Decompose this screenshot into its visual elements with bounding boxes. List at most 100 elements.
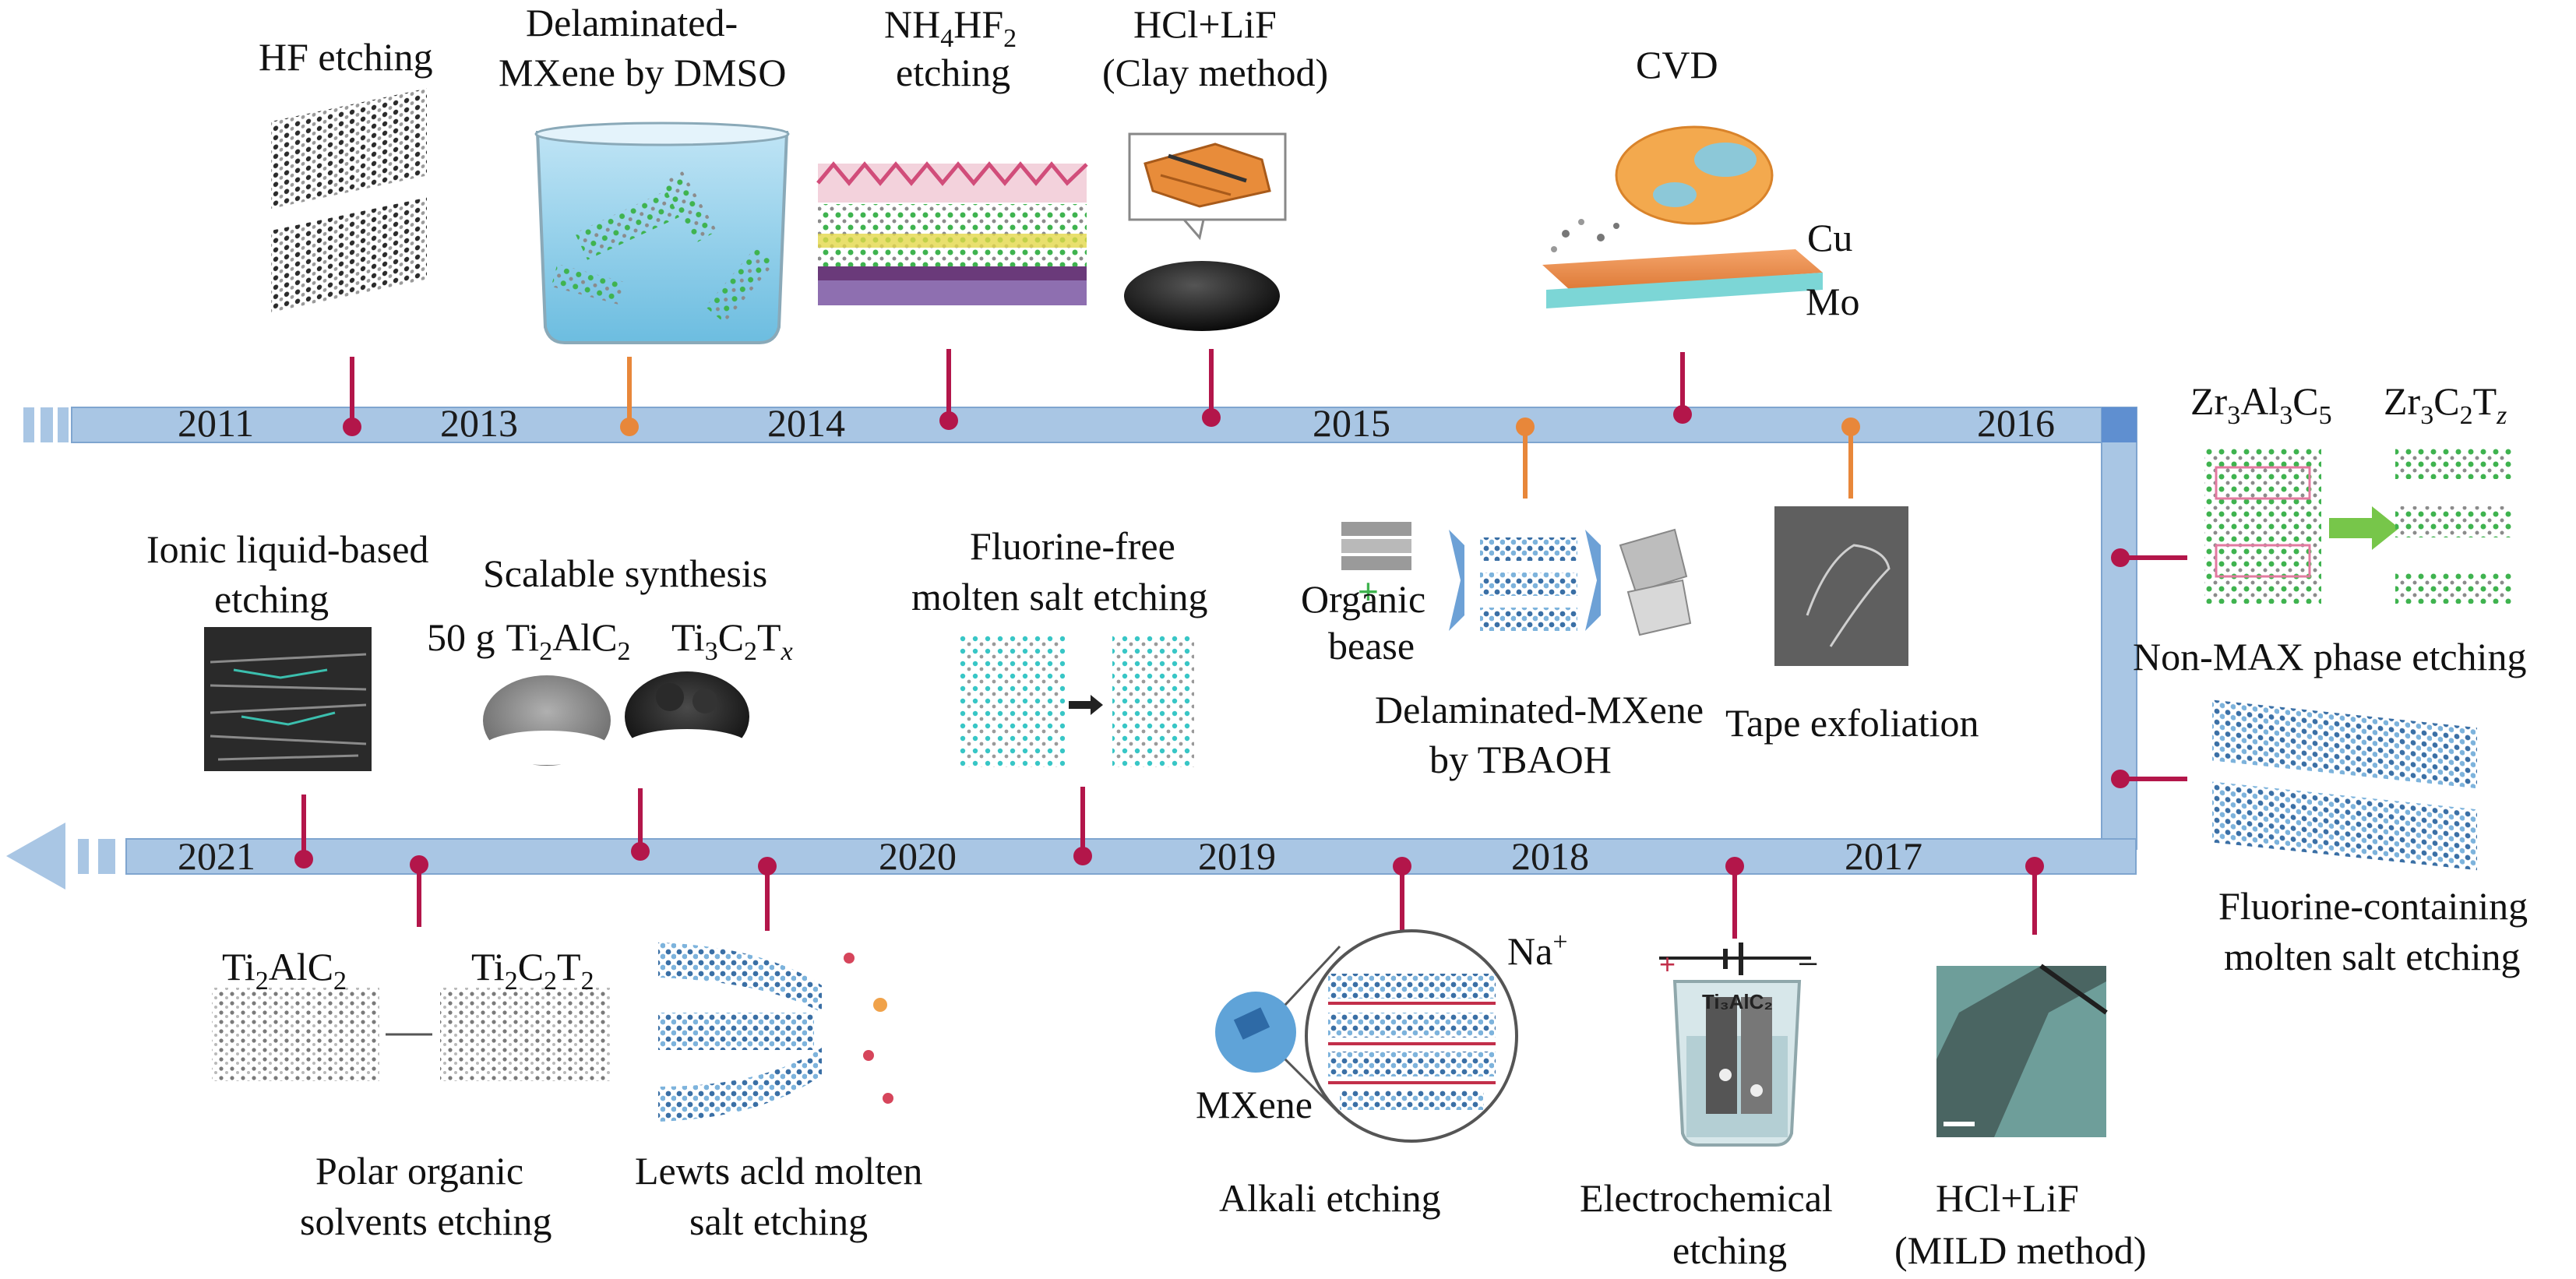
scalable-ti3c2tx-label: Ti3C2Tx xyxy=(671,615,793,666)
pin-echem xyxy=(1725,857,1744,876)
fcms-label-line2: molten salt etching xyxy=(2224,935,2520,978)
scalable-label: Scalable synthesis xyxy=(483,551,767,595)
ffree-label-line1: Fluorine-free xyxy=(970,524,1175,568)
hf-etching-illustration xyxy=(271,88,427,313)
ionic-label-line2: etching xyxy=(214,577,329,621)
ffree-label-line2: molten salt etching xyxy=(911,575,1207,618)
svg-text:–: – xyxy=(1799,945,1817,979)
dmso-label-line1: Delaminated- xyxy=(526,1,738,44)
pin-hf xyxy=(343,418,361,436)
pin-nonmax xyxy=(2111,548,2130,567)
electrochemical-illustration: + – xyxy=(1659,943,1817,1147)
timeline-bottom-band xyxy=(125,838,2137,875)
timeline-start-dash xyxy=(58,407,69,442)
svg-text:+: + xyxy=(1358,571,1379,611)
mild-label-line1: HCl+LiF xyxy=(1936,1176,2079,1220)
pin-alkali xyxy=(1393,857,1411,876)
ionic-liquid-lines xyxy=(210,653,367,761)
svg-text:+: + xyxy=(1659,948,1676,980)
year-label-2021: 2021 xyxy=(178,834,255,878)
fluorine-containing-illustration xyxy=(2212,699,2477,871)
organic-label-line2: bease xyxy=(1328,624,1415,668)
year-label-2015: 2015 xyxy=(1313,401,1390,445)
clay-method-illustration xyxy=(1124,132,1287,331)
timeline-corner-top xyxy=(2102,407,2137,442)
year-label-2017: 2017 xyxy=(1845,834,1922,878)
scalable-synthesis-illustration xyxy=(483,671,749,766)
timeline-top-band xyxy=(71,407,2113,443)
pin-ionic xyxy=(294,850,313,869)
tbaoh-label-line2: by TBAOH xyxy=(1429,738,1612,781)
pin-lewis xyxy=(758,857,777,876)
clay-label-line2: (Clay method) xyxy=(1102,51,1328,94)
hf-etching-label: HF etching xyxy=(259,35,433,79)
dmso-label-line2: MXene by DMSO xyxy=(499,51,786,94)
pin-clay xyxy=(1202,408,1221,427)
organic-label-line1: Organic xyxy=(1301,577,1425,621)
tape-label: Tape exfoliation xyxy=(1725,701,1979,745)
pin-fcms xyxy=(2111,770,2130,788)
polar-label-line1: Polar organic xyxy=(315,1149,523,1193)
cu-label: Cu xyxy=(1807,216,1852,259)
polar-ti2c2t2-label: Ti2C2T2 xyxy=(471,945,594,995)
year-label-2014: 2014 xyxy=(767,401,845,445)
echem-label-line1: Electrochemical xyxy=(1580,1176,1833,1220)
fluorine-free-illustration xyxy=(960,635,1194,767)
polar-label-line2: solvents etching xyxy=(300,1200,552,1243)
year-label-2011: 2011 xyxy=(178,401,254,445)
mxene-label: MXene xyxy=(1196,1083,1313,1126)
timeline-pins xyxy=(294,349,2187,939)
fcms-label-line1: Fluorine-containing xyxy=(2218,884,2528,928)
cvd-illustration xyxy=(1542,125,1823,308)
mild-label-line2: (MILD method) xyxy=(1894,1228,2147,1272)
non-max-phase-illustration xyxy=(2204,448,2512,604)
year-labels: 2011 2013 2014 2015 2016 2021 2020 2019 … xyxy=(178,401,2055,878)
timeline-start-dash xyxy=(23,407,34,442)
echem-beaker-label: Ti₃AlC₂ xyxy=(1702,990,1773,1013)
lewis-label-line2: salt etching xyxy=(689,1200,868,1243)
pin-nh4hf2 xyxy=(939,411,958,430)
zr3c2tz-label: Zr3C2Tz xyxy=(2384,379,2507,430)
dmso-beaker-illustration xyxy=(534,122,790,344)
year-label-2018: 2018 xyxy=(1511,834,1589,878)
na-label: Na+ xyxy=(1507,928,1568,973)
non-max-label: Non-MAX phase etching xyxy=(2133,635,2526,678)
cvd-label: CVD xyxy=(1636,43,1718,86)
clay-label-line1: HCl+LiF xyxy=(1133,2,1277,46)
lewis-label-line1: Lewts acld molten xyxy=(635,1149,922,1193)
tape-exfoliation-image xyxy=(1774,506,1908,666)
lewis-acid-illustration xyxy=(658,943,893,1122)
polar-organic-illustration xyxy=(212,988,611,1081)
timeline-end-dash xyxy=(98,839,115,874)
tape-flake xyxy=(1806,544,1891,647)
year-label-2019: 2019 xyxy=(1198,834,1276,878)
pin-scalable xyxy=(631,842,650,861)
ionic-label-line1: Ionic liquid-based xyxy=(146,527,428,571)
alkali-label: Alkali etching xyxy=(1219,1176,1441,1220)
tbaoh-delamination-illustration: + xyxy=(1341,522,1692,636)
pin-dmso xyxy=(620,418,639,436)
nh4hf2-label-line2: etching xyxy=(896,51,1010,94)
mild-method-illustration xyxy=(1936,964,2108,1137)
pin-tbaoh xyxy=(1516,418,1535,436)
ionic-liquid-image xyxy=(204,627,372,771)
pin-polar xyxy=(410,855,428,874)
year-label-2013: 2013 xyxy=(440,401,518,445)
pin-ffree xyxy=(1073,847,1092,865)
mo-label: Mo xyxy=(1806,280,1859,323)
pin-mild xyxy=(2025,857,2044,876)
nh4hf2-layers-illustration xyxy=(816,161,1088,305)
alkali-etching-illustration xyxy=(1215,929,1518,1143)
echem-label-line2: etching xyxy=(1672,1228,1787,1272)
year-label-2020: 2020 xyxy=(879,834,957,878)
timeline-start-dash xyxy=(41,407,53,442)
pin-cvd xyxy=(1673,405,1692,424)
timeline-end-dash xyxy=(78,839,89,874)
tbaoh-label-line1: Delaminated-MXene xyxy=(1375,688,1704,731)
nh4hf2-label-line1: NH4HF2 xyxy=(884,2,1017,53)
year-label-2016: 2016 xyxy=(1977,401,2055,445)
zr3al3c5-label: Zr3Al3C5 xyxy=(2190,379,2332,430)
timeline-arrowhead xyxy=(6,823,65,890)
